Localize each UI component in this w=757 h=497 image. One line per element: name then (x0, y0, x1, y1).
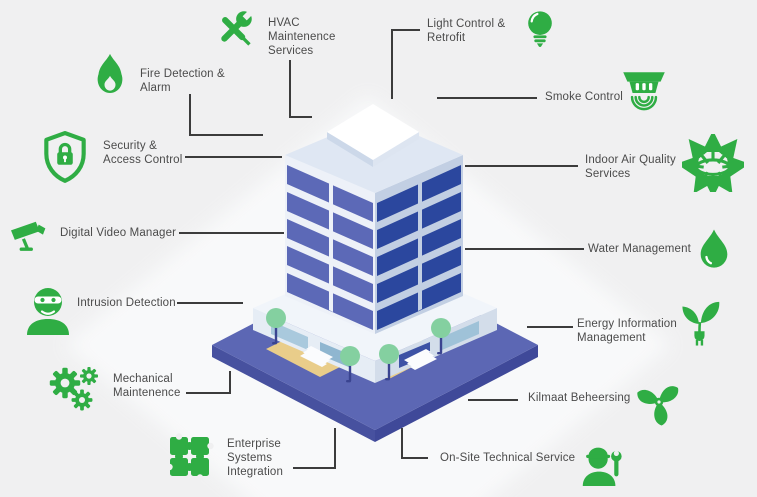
shield-lock-icon (40, 130, 90, 186)
connector-enterprise (293, 428, 336, 469)
smoke-detector-icon (617, 66, 671, 120)
trees (266, 308, 451, 383)
label-smoke-control: Smoke Control (545, 91, 624, 103)
benches (300, 346, 437, 370)
roof (285, 104, 463, 193)
flame-icon (88, 50, 132, 100)
puzzle-icon (163, 430, 217, 484)
label-intrusion-detection: Intrusion Detection (77, 297, 176, 309)
label-digital-video-manager: Digital Video Manager (60, 227, 177, 239)
label-onsite-technical-service: On-Site Technical Service (440, 452, 576, 464)
air-flow-icon (682, 134, 744, 192)
connector-hvac (289, 60, 312, 118)
connector-light-control (391, 29, 420, 99)
label-water-management: Water Management (588, 243, 691, 255)
tower (285, 155, 463, 334)
label-mechanical-maintenence: Mechanical Maintenence (113, 373, 181, 399)
technician-icon (577, 438, 625, 486)
burglar-icon (20, 283, 76, 335)
connector-lines (177, 29, 584, 469)
label-kilmaat-beheersing: Kilmaat Beheersing (528, 392, 631, 404)
label-hvac-maintenence-services: HVAC Maintenence Services (268, 17, 336, 57)
cctv-camera-icon (8, 216, 56, 258)
label-energy-information: Energy Information Management (577, 318, 677, 344)
connector-mechanical (186, 371, 231, 394)
tools-icon (209, 4, 259, 54)
gears-icon (48, 364, 106, 412)
label-security-access-control: Security & Access Control (103, 140, 183, 166)
label-enterprise-systems: Enterprise Systems Integration (227, 438, 283, 478)
light-bulb-icon (519, 6, 561, 56)
label-fire-detection-alarm: Fire Detection & Alarm (140, 68, 225, 94)
connector-fire-detection (189, 94, 263, 136)
label-indoor-air-quality: Indoor Air Quality Services (585, 154, 676, 180)
label-light-control-retrofit: Light Control & Retrofit (427, 18, 506, 44)
water-drop-icon (698, 227, 730, 271)
connector-onsite (401, 428, 428, 459)
plant-plug-icon (676, 297, 722, 349)
fan-icon (633, 375, 685, 427)
